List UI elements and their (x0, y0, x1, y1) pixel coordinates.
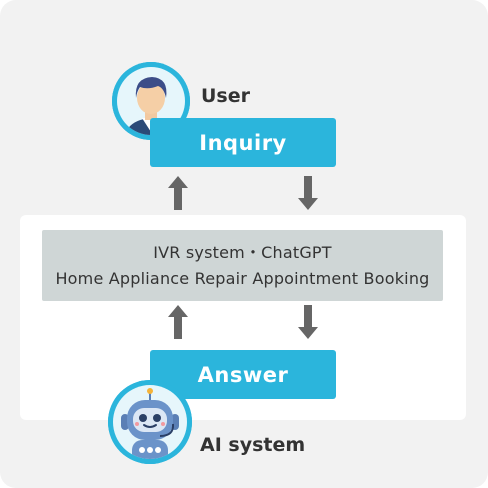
arrow-up-icon (168, 176, 188, 210)
arrow-down-icon (298, 176, 318, 210)
system-box: IVR system・ChatGPT Home Appliance Repair… (42, 230, 443, 301)
ai-label: AI system (200, 434, 306, 456)
arrow-up-icon (168, 305, 188, 339)
arrow-down-icon (298, 305, 318, 339)
inquiry-bar: Inquiry (150, 118, 336, 167)
system-line-2: Home Appliance Repair Appointment Bookin… (55, 268, 430, 288)
system-line-1: IVR system・ChatGPT (153, 242, 332, 262)
user-label: User (201, 85, 250, 107)
robot-avatar-icon (108, 380, 192, 464)
answer-bar: Answer (150, 350, 336, 399)
